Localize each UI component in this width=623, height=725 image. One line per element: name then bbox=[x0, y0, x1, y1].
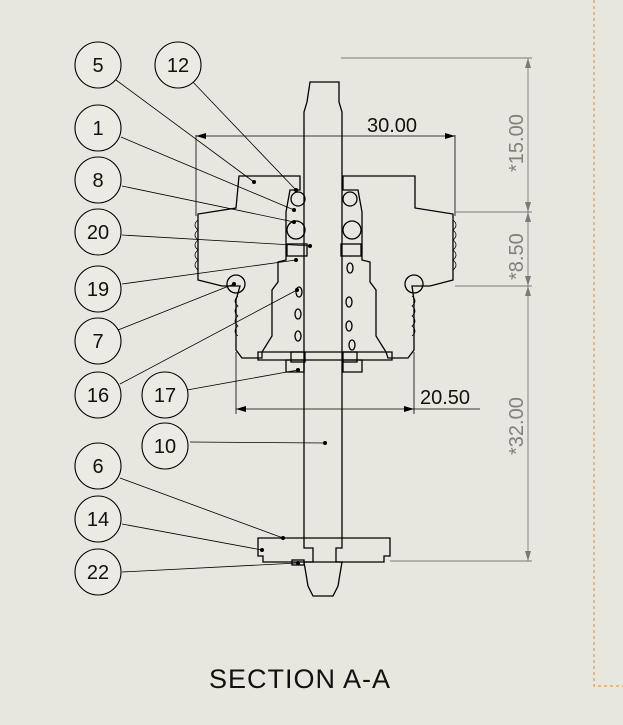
shaft bbox=[303, 81, 343, 597]
dim-width-top: 30.00 bbox=[367, 115, 417, 137]
balloon-label: 1 bbox=[92, 118, 103, 140]
balloon-5: 5 bbox=[74, 41, 122, 89]
leader-lines bbox=[115, 79, 327, 573]
balloon-16: 16 bbox=[74, 371, 122, 419]
balloon-6: 6 bbox=[74, 442, 122, 490]
balloon-label: 17 bbox=[154, 385, 176, 407]
balloon-label: 10 bbox=[154, 436, 176, 458]
housing-body bbox=[194, 175, 457, 373]
balloon-8: 8 bbox=[74, 156, 122, 204]
dimensions: 30.00 20.50 *15.00 *8.50 *32.00 bbox=[195, 57, 532, 562]
balloon-14: 14 bbox=[74, 495, 122, 543]
balloon-label: 6 bbox=[92, 456, 103, 478]
sheet-frame bbox=[593, 0, 623, 687]
balloon-label: 7 bbox=[92, 331, 103, 353]
section-title: SECTION A-A bbox=[209, 664, 391, 694]
balloon-label: 22 bbox=[87, 562, 109, 584]
balloon-7: 7 bbox=[74, 317, 122, 365]
dim-ref-bottom: *32.00 bbox=[506, 397, 528, 455]
balloon-10: 10 bbox=[141, 422, 189, 470]
balloon-label: 20 bbox=[87, 222, 109, 244]
balloon-label: 16 bbox=[87, 385, 109, 407]
balloon-label: 19 bbox=[87, 279, 109, 301]
dim-ref-middle: *8.50 bbox=[506, 233, 528, 280]
balloon-20: 20 bbox=[74, 208, 122, 256]
balloon-17: 17 bbox=[141, 371, 189, 419]
balloon-label: 8 bbox=[92, 170, 103, 192]
balloon-label: 12 bbox=[167, 55, 189, 77]
dim-ref-top: *15.00 bbox=[506, 114, 528, 172]
balloon-12: 12 bbox=[154, 41, 202, 89]
dim-width-bottom: 20.50 bbox=[420, 387, 470, 409]
balloon-label: 5 bbox=[92, 55, 103, 77]
seals bbox=[226, 191, 424, 363]
balloon-1: 1 bbox=[74, 104, 122, 152]
bottom-collar bbox=[257, 537, 391, 566]
balloon-label: 14 bbox=[87, 509, 109, 531]
balloon-19: 19 bbox=[74, 265, 122, 313]
balloon-22: 22 bbox=[74, 548, 122, 596]
